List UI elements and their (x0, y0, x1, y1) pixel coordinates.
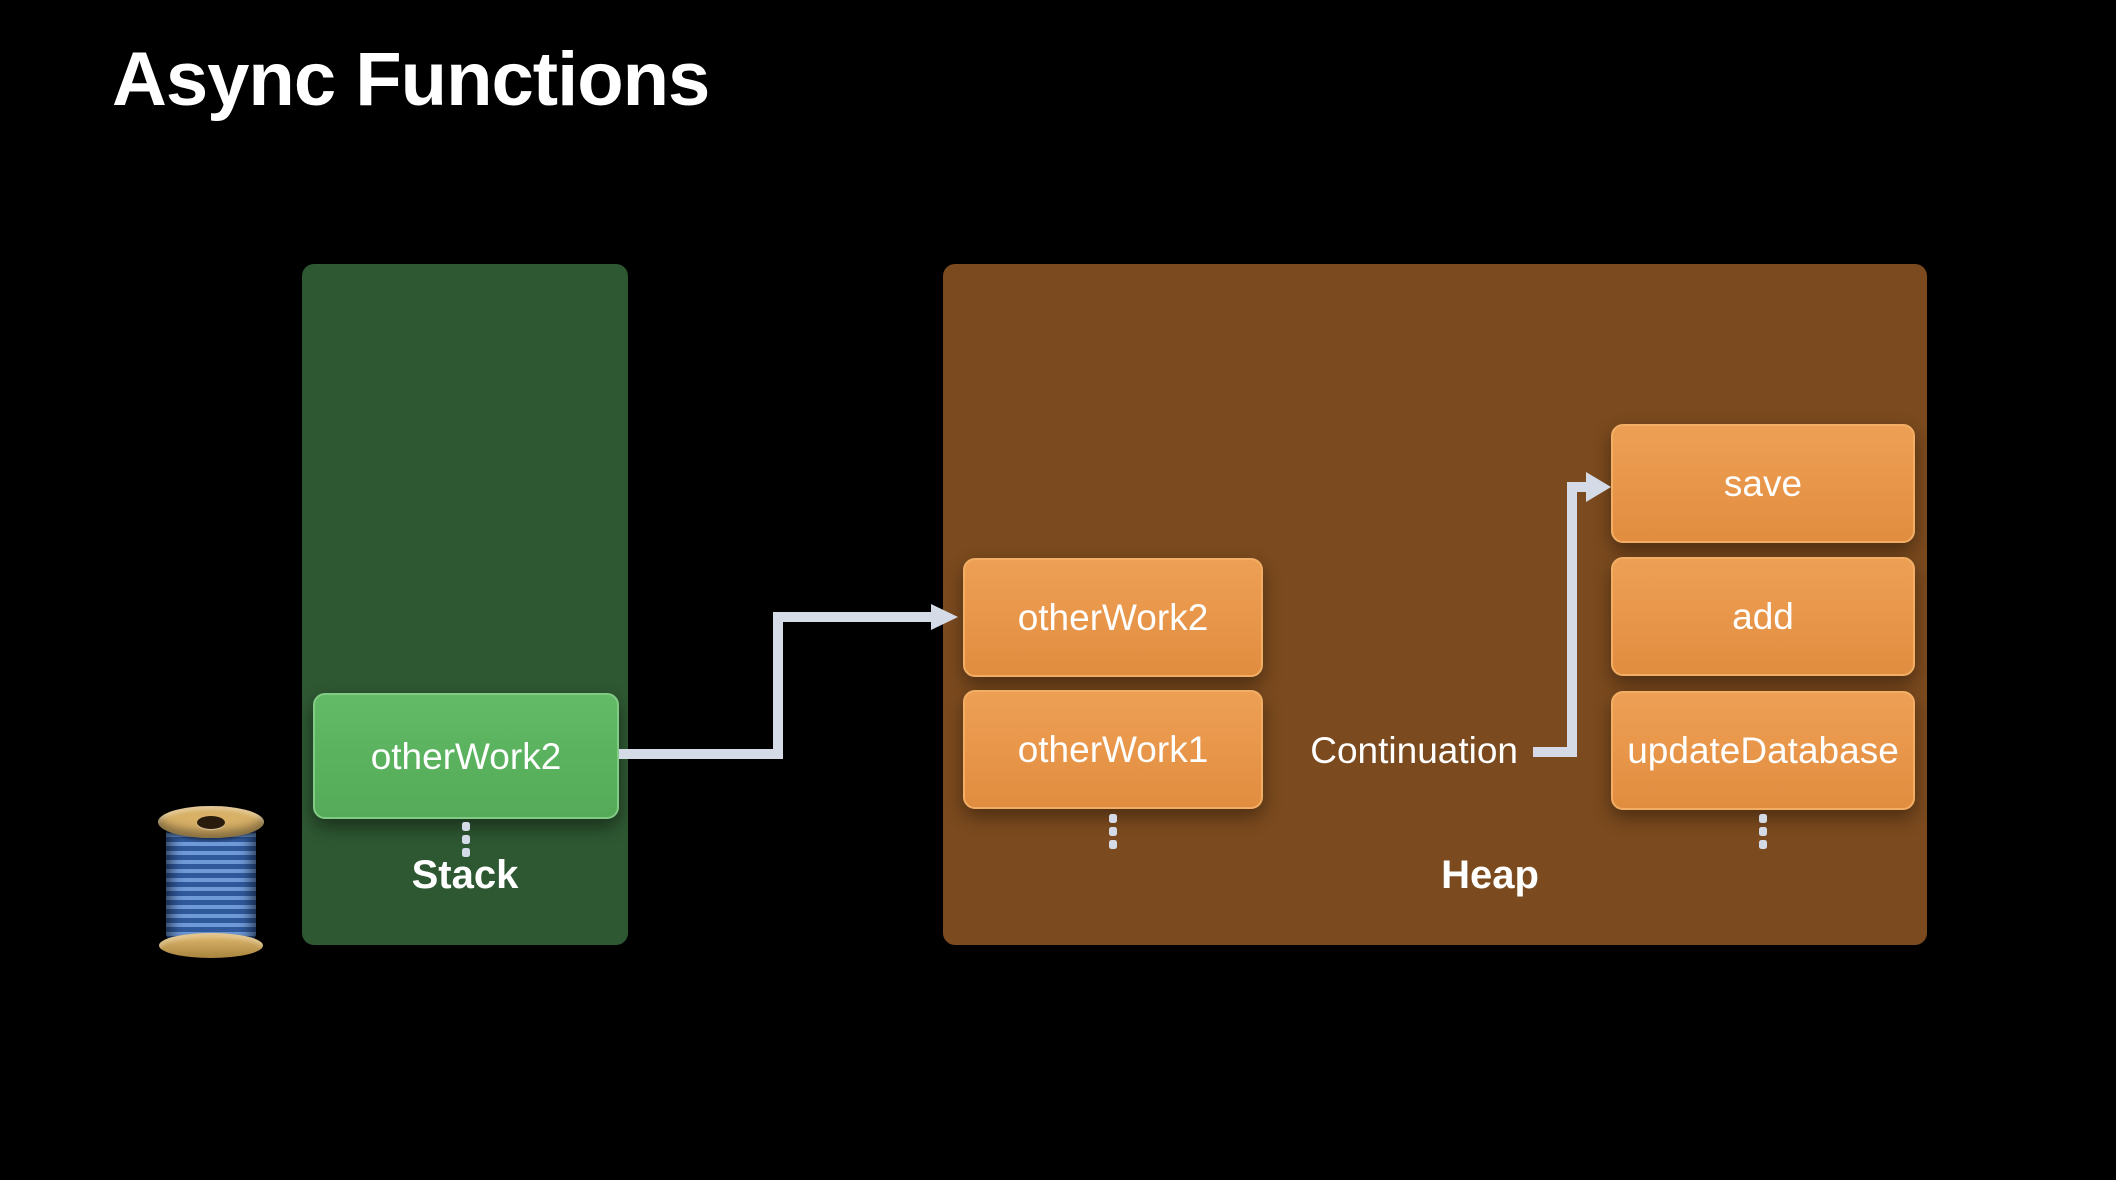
heap-box-label: add (1732, 596, 1794, 637)
spool-thread (166, 824, 256, 942)
heap-box-label: save (1723, 463, 1803, 504)
page-title: Async Functions (112, 37, 710, 122)
heap-box-updatedatabase: updateDatabase (1611, 691, 1915, 810)
stack-frame-otherwork2: otherWork2 (313, 693, 619, 819)
heap-box-label: updateDatabase (1627, 730, 1899, 771)
stack-ellipsis-dots (462, 822, 470, 861)
heap-box-add: add (1611, 557, 1915, 676)
heap-box-otherwork1: otherWork1 (963, 690, 1263, 809)
spool-hole (197, 816, 225, 829)
stack-region: otherWork2 Stack (302, 264, 628, 945)
heap-label: Heap (1441, 853, 1539, 897)
thread-spool-icon (158, 806, 264, 958)
heap-box-label: otherWork2 (1017, 597, 1209, 638)
heap-box-save: save (1611, 424, 1915, 543)
stack-label: Stack (411, 853, 519, 897)
stack-to-heap-arrow-line (619, 612, 932, 759)
heap-region: otherWork2 otherWork1 save add updateDat… (943, 264, 1927, 945)
heap-right-ellipsis-dots (1759, 814, 1767, 853)
heap-box-otherwork2: otherWork2 (963, 558, 1263, 677)
heap-left-ellipsis-dots (1109, 814, 1117, 853)
stack-frame-label: otherWork2 (370, 735, 562, 777)
heap-box-label: otherWork1 (1017, 729, 1209, 770)
spool-bottom-disc (159, 933, 263, 958)
continuation-label: Continuation (1310, 730, 1518, 771)
